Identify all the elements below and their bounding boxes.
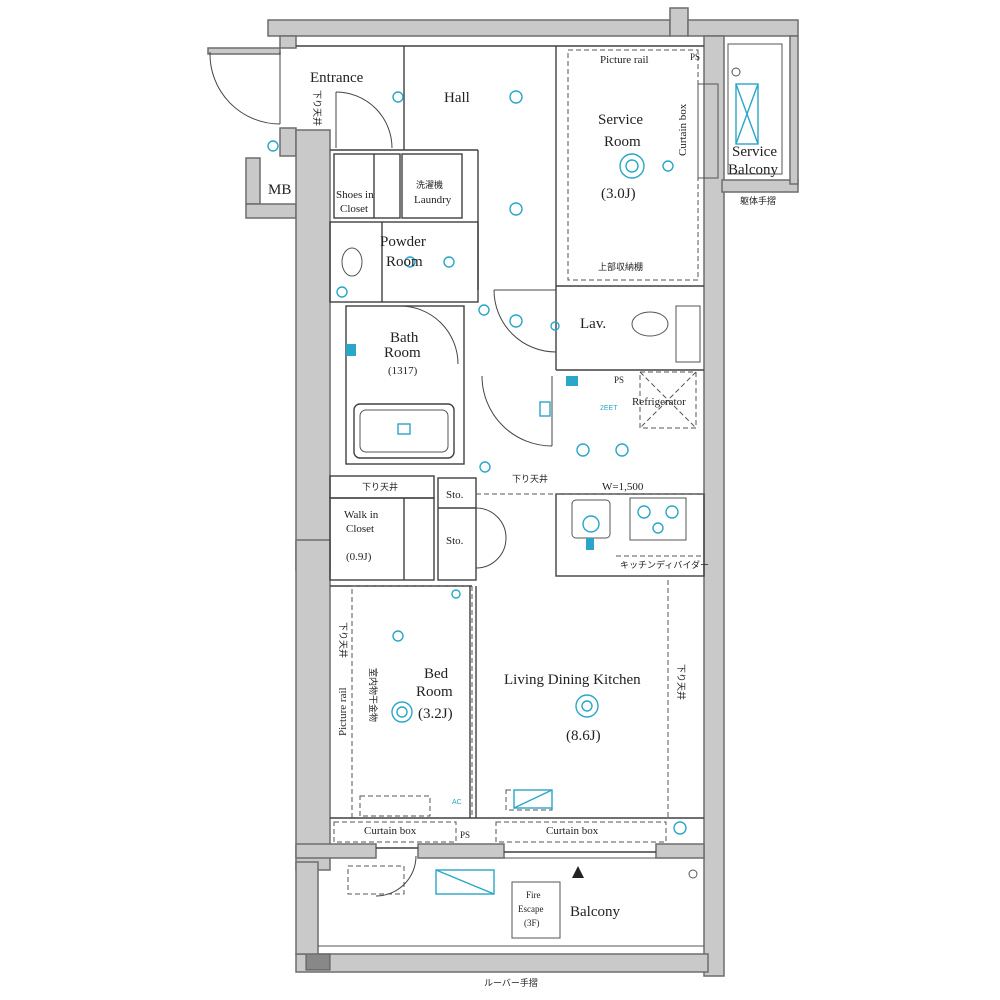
fire-escape-label-3: (3F) — [524, 918, 540, 928]
bath-room-label-1: Bath — [390, 330, 419, 346]
kitchen-divider: キッチンディバイダー — [620, 559, 709, 570]
lav-label: Lav. — [580, 316, 606, 332]
sto1-label: Sto. — [446, 489, 464, 501]
balcony-label: Balcony — [570, 904, 620, 920]
kudari-tenjo-entrance: 下り天井 — [312, 90, 323, 126]
bed-room-size: (3.2J) — [418, 706, 453, 722]
powder-room-label-1: Powder — [380, 234, 426, 250]
room-labels: Entrance Hall Service Room (3.0J) Servic… — [268, 70, 778, 928]
curtain-box-service: Curtain box — [677, 103, 689, 156]
ldk-size: (8.6J) — [566, 728, 601, 744]
hall-label: Hall — [444, 90, 470, 106]
ps-top: PS — [690, 52, 700, 62]
walk-in-closet-size: (0.9J) — [346, 551, 372, 563]
shoes-closet-label-1: Shoes in — [336, 189, 374, 201]
storage-shelf: 上部収納棚 — [598, 261, 643, 272]
range-hood: 2EET — [600, 405, 618, 412]
kudari-tenjo-ldk-top: 下り天井 — [512, 473, 548, 484]
picture-rail-bed: Picture rail — [337, 687, 349, 736]
fire-escape-label-2: Escape — [518, 904, 543, 914]
service-room-label-2: Room — [604, 134, 641, 150]
curtain-box-bed: Curtain box — [364, 825, 417, 837]
bathtub-icon — [397, 83, 759, 895]
stove-icon — [637, 505, 679, 534]
walk-in-closet-label-2: Closet — [346, 523, 374, 535]
partitions — [296, 43, 783, 947]
refrigerator-label: Refrigerator — [632, 396, 686, 408]
entrance-label: Entrance — [310, 70, 364, 86]
outlet-icon — [267, 140, 687, 835]
service-room-size: (3.0J) — [601, 186, 636, 202]
light-fixture-icon — [391, 90, 674, 723]
kudari-tenjo-closet: 下り天井 — [362, 481, 398, 492]
indoor-drying: 室内物干金物 — [368, 668, 379, 722]
kudari-tenjo-bed: 下り天井 — [338, 622, 349, 658]
curtain-box-ldk: Curtain box — [546, 825, 599, 837]
shoes-closet-label-2: Closet — [340, 203, 368, 215]
ldk-label: Living Dining Kitchen — [504, 672, 641, 688]
bed-room-label-1: Bed — [424, 666, 449, 682]
laundry-pan: 洗濯機 — [416, 179, 443, 190]
fire-escape-label-1: Fire — [526, 890, 541, 900]
kudari-tenjo-ldk-right: 下り天井 — [676, 664, 687, 700]
laundry-label: Laundry — [414, 194, 452, 206]
bath-room-label-2: Room — [384, 345, 421, 361]
mb-label: MB — [268, 182, 291, 198]
door-swing-icon — [209, 51, 557, 897]
bed-room-label-2: Room — [416, 684, 453, 700]
annotations: Picture rail Curtain box PS PS PS W=1,50… — [312, 52, 776, 988]
walls — [207, 7, 799, 977]
louver-hand-rail: ルーバー手摺 — [484, 977, 538, 988]
tsuitate-hand-rail: 躯体手摺 — [740, 195, 776, 206]
kitchen-width: W=1,500 — [602, 481, 644, 493]
service-balcony-label-1: Service — [732, 144, 777, 160]
ac-label: AC — [452, 799, 462, 806]
balcony-arrow-icon — [572, 67, 741, 879]
ps-lav: PS — [614, 375, 624, 385]
service-balcony-label-2: Balcony — [728, 162, 778, 178]
service-room-label-1: Service — [598, 112, 643, 128]
walk-in-closet-label-1: Walk in — [344, 509, 379, 521]
powder-room-label-2: Room — [386, 254, 423, 270]
ps-bottom: PS — [460, 830, 470, 840]
sink-icon — [566, 311, 669, 550]
bath-room-size: (1317) — [388, 365, 418, 377]
toilet-icon — [341, 247, 363, 356]
sto2-label: Sto. — [446, 535, 464, 547]
picture-rail-top: Picture rail — [600, 54, 649, 66]
